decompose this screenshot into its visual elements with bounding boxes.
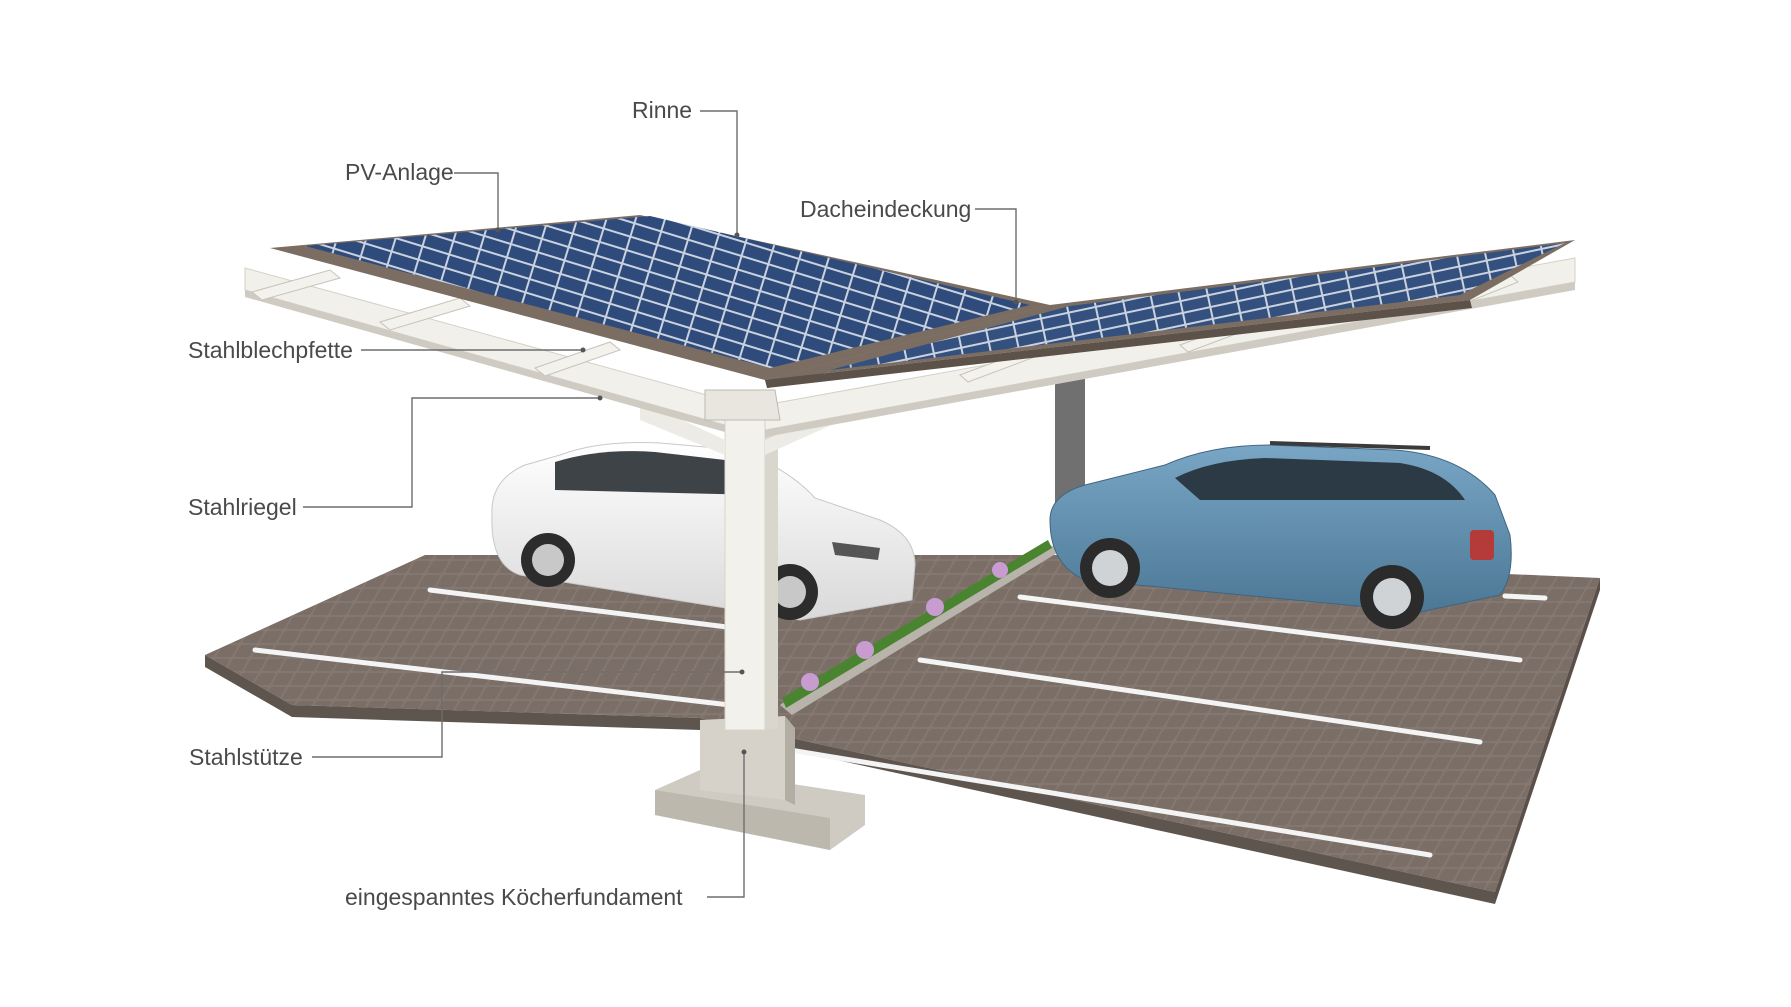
label-pv-anlage: PV-Anlage	[345, 159, 454, 185]
label-stahlblechpfette: Stahlblechpfette	[188, 337, 353, 363]
leader-lines	[303, 110, 1019, 898]
white-car	[491, 442, 916, 621]
paving-ground	[205, 555, 1600, 904]
label-dacheindeckung: Dacheindeckung	[800, 196, 972, 222]
blue-car	[1049, 441, 1512, 629]
roof-right	[765, 240, 1575, 388]
label-rinne: Rinne	[632, 97, 693, 123]
label-stahlstuetze: Stahlstütze	[189, 744, 303, 770]
green-strip	[780, 540, 1062, 715]
parking-lines	[252, 587, 1548, 858]
foundation	[655, 716, 865, 850]
label-stahlriegel: Stahlriegel	[188, 494, 297, 520]
label-koecherfundament: eingespanntes Köcherfundament	[345, 884, 683, 910]
